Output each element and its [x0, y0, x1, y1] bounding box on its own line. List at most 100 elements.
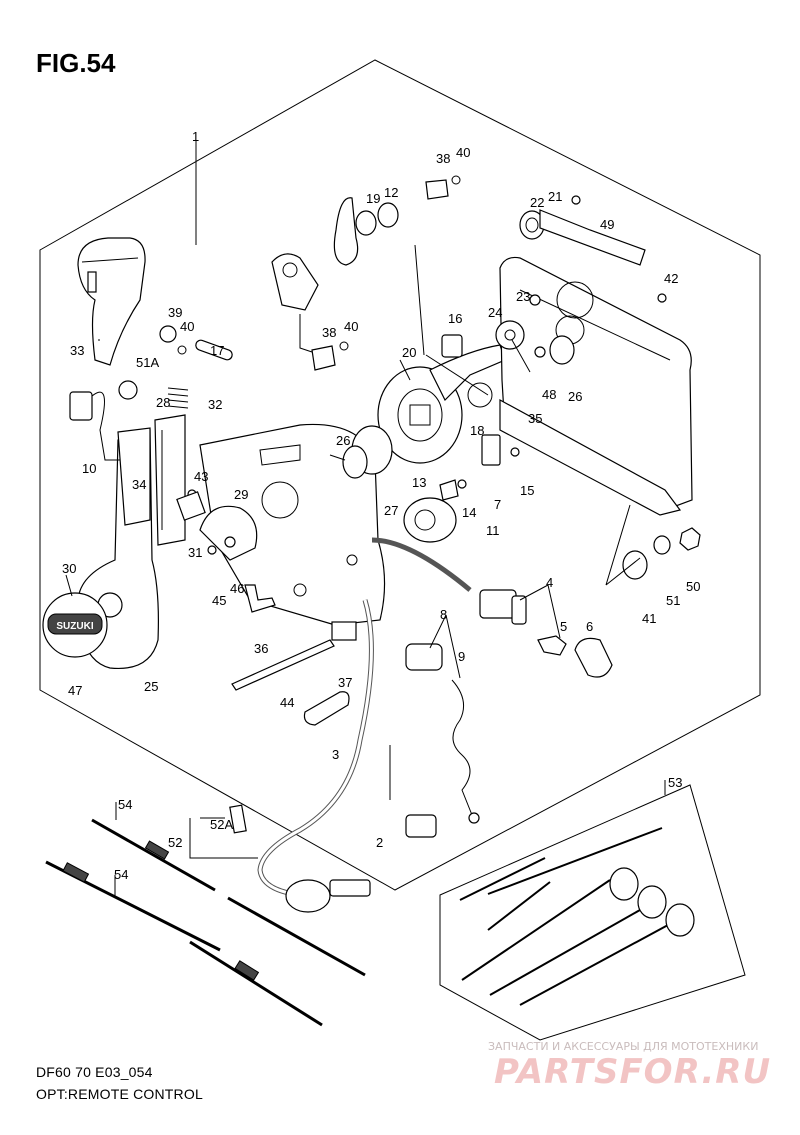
clip-13: [439, 479, 459, 501]
callout-26b: 26: [568, 389, 583, 404]
nut-50: [679, 527, 701, 551]
callout-15: 15: [520, 483, 535, 498]
callout-29: 29: [234, 487, 249, 502]
callout-21: 21: [548, 189, 563, 204]
pin-38-left: [311, 345, 336, 371]
bracket-upper-left: [271, 253, 319, 311]
callout-45: 45: [212, 593, 227, 608]
suzuki-logo: SUZUKI: [56, 621, 93, 632]
callout-22: 22: [530, 195, 545, 210]
callout-54a: 54: [118, 797, 133, 812]
callout-30: 30: [62, 561, 77, 576]
key-switch-4: [479, 589, 527, 625]
callout-35: 35: [528, 411, 543, 426]
screw-42: [657, 293, 667, 303]
part-52a: [229, 804, 247, 834]
assembly-boundary: [39, 59, 761, 891]
lever-21: [539, 209, 646, 266]
plate-3: [303, 691, 350, 726]
key-5: [537, 635, 567, 656]
callout-28: 28: [156, 395, 171, 410]
callout-44: 44: [280, 695, 295, 710]
figure-title: FIG.54: [36, 48, 116, 78]
clip-40-mid: [339, 341, 349, 351]
callout-5: 5: [560, 619, 568, 634]
callout-20: 20: [402, 345, 417, 360]
harness-connector: [285, 814, 437, 913]
callout-37: 37: [338, 675, 353, 690]
callout-41: 41: [642, 611, 657, 626]
footer-section-name: OPT:REMOTE CONTROL: [36, 1086, 203, 1102]
callout-43: 43: [194, 469, 209, 484]
callout-53: 53: [668, 775, 683, 790]
washer-39: [159, 325, 177, 343]
lanyard-cord-9: [451, 679, 473, 816]
callout-9: 9: [458, 649, 466, 664]
callout-40b: 40: [344, 319, 359, 334]
spring-32: [167, 387, 189, 409]
callout-14: 14: [462, 505, 477, 520]
footer-drawing-code: DF60 70 E03_054: [36, 1064, 153, 1080]
callout-51a: 51A: [136, 355, 160, 370]
cam-plate-29: [199, 505, 258, 561]
callout-16: 16: [448, 311, 463, 326]
callout-33: 33: [70, 343, 85, 358]
callout-42: 42: [664, 271, 679, 286]
throttle-arm-18: [429, 344, 506, 402]
callout-13: 13: [412, 475, 427, 490]
callout-38b: 38: [322, 325, 337, 340]
cable-52: [189, 896, 366, 1027]
washer-26-right: [549, 335, 575, 365]
callout-34: 34: [132, 477, 147, 492]
callout-48: 48: [542, 387, 557, 402]
screw-15: [510, 447, 520, 457]
clip-36: [244, 584, 276, 613]
handle-grip: [77, 237, 146, 366]
callout-38a: 38: [436, 151, 451, 166]
pin-17: [195, 339, 233, 361]
callout-40c: 40: [180, 319, 195, 334]
kit-53-parts: [459, 827, 695, 1006]
washer-12: [377, 202, 399, 228]
washer-51a: [118, 380, 138, 400]
pin-38-top: [425, 179, 449, 200]
clip-40-left: [177, 345, 187, 355]
callout-39: 39: [168, 305, 183, 320]
leader-lines: [65, 140, 666, 898]
callout-11: 11: [486, 523, 500, 538]
callout-25: 25: [144, 679, 159, 694]
bolt-23: [529, 294, 541, 306]
callout-6: 6: [586, 619, 594, 634]
lever-16: [441, 334, 463, 358]
callout-36: 36: [254, 641, 269, 656]
callout-52a: 52A: [210, 817, 234, 832]
cover-plate-30: SUZUKI: [42, 592, 108, 658]
key-cap-6: [574, 637, 613, 678]
watermark-tagline: ЗАПЧАСТИ И АКСЕССУАРЫ ДЛЯ МОТОТЕХНИКИ: [488, 1040, 759, 1053]
clip-40-top: [451, 175, 461, 185]
gear-24: [495, 320, 525, 350]
spacer-41: [622, 550, 648, 580]
callout-52: 52: [168, 835, 183, 850]
spring-plate-18: [467, 382, 493, 408]
clip-37: [331, 621, 357, 641]
washer-51: [653, 535, 671, 555]
buzzer-11: [403, 497, 457, 543]
callout-17: 17: [210, 343, 225, 358]
callout-27: 27: [384, 503, 399, 518]
washer-46: [224, 536, 236, 548]
screw-14: [457, 479, 467, 489]
long-bolt-44: [231, 639, 335, 691]
callout-2: 2: [376, 835, 384, 850]
kit-boundary: [439, 784, 746, 1041]
stop-switch-8: [405, 643, 443, 671]
lanyard-clip: [468, 812, 480, 824]
harness-2-inner: [258, 599, 373, 897]
callout-19: 19: [366, 191, 381, 206]
callout-18: 18: [470, 423, 485, 438]
callout-7: 7: [494, 497, 502, 512]
callout-10: 10: [82, 461, 97, 476]
cable-54-upper: [91, 818, 216, 892]
callout-49: 49: [600, 217, 615, 232]
callout-40a: 40: [456, 145, 471, 160]
